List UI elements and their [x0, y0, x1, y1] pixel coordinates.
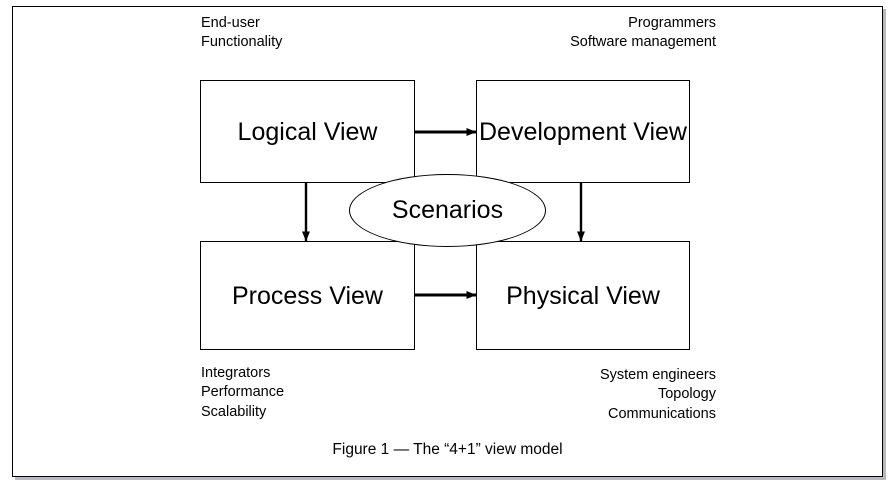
box-logical-view: Logical View	[200, 80, 415, 183]
box-physical-view: Physical View	[476, 241, 690, 350]
ellipse-scenarios: Scenarios	[349, 174, 546, 247]
box-development-view: Development View	[476, 80, 690, 183]
annotation-top-right: Programmers Software management	[570, 15, 716, 51]
ellipse-scenarios-label: Scenarios	[391, 196, 504, 224]
figure-caption: Figure 1 — The “4+1” view model	[332, 441, 563, 458]
box-process-view: Process View	[200, 241, 415, 350]
annotation-bottom-left: Integrators Performance Scalability	[201, 365, 285, 420]
annotation-top-left: End-user Functionality	[201, 15, 283, 51]
annotation-bottom-right: System engineers Topology Communications	[599, 367, 716, 422]
